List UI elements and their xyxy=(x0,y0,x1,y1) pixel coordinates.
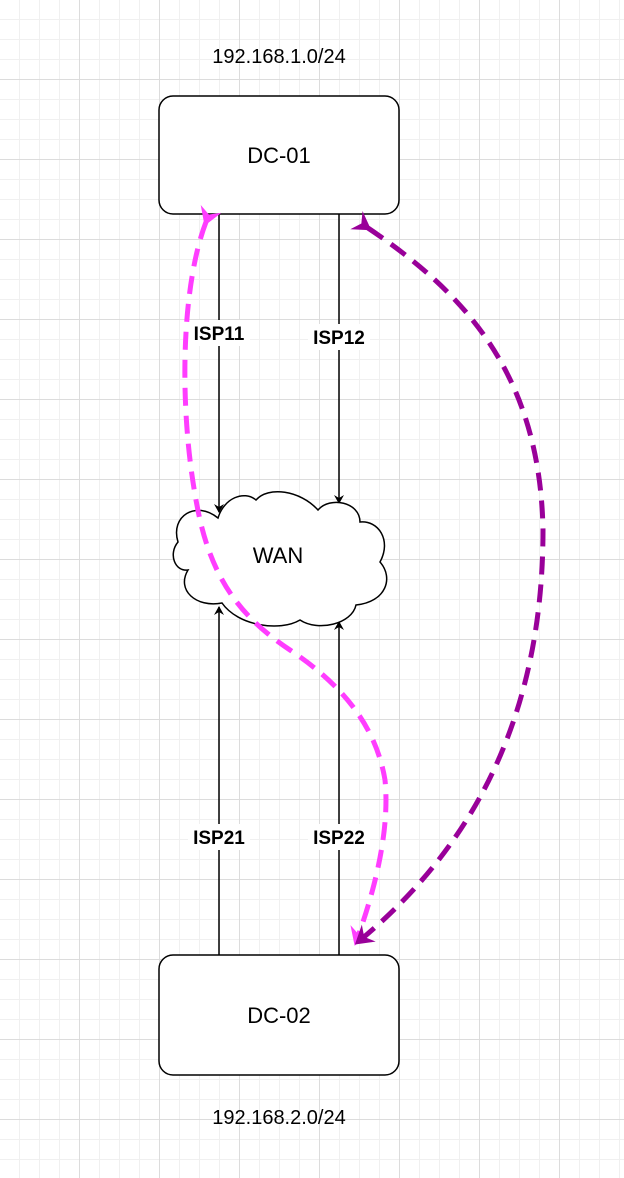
wan-cloud[interactable]: WAN xyxy=(172,491,388,627)
isp11-label: ISP11 xyxy=(194,324,245,345)
purple-path-dc01-dc02[interactable] xyxy=(350,211,546,945)
dc01-subnet-label: 192.168.1.0/24 xyxy=(212,46,345,68)
isp11-label-group: ISP11 xyxy=(188,320,250,346)
pink-path-dc01-dc02[interactable] xyxy=(182,204,389,946)
dc02-subnet-label: 192.168.2.0/24 xyxy=(212,1107,345,1129)
isp12-label-group: ISP12 xyxy=(308,324,370,350)
dc02-node[interactable]: DC-02 xyxy=(158,954,400,1076)
dc01-node[interactable]: DC-01 xyxy=(158,95,400,215)
isp12-label: ISP12 xyxy=(313,328,365,349)
dc02-label: DC-02 xyxy=(247,1003,311,1028)
isp22-label-group: ISP22 xyxy=(308,824,370,850)
wan-label: WAN xyxy=(253,543,304,568)
isp21-label-group: ISP21 xyxy=(188,824,250,850)
isp21-label: ISP21 xyxy=(193,828,245,849)
dc01-label: DC-01 xyxy=(247,143,311,168)
isp22-label: ISP22 xyxy=(313,828,365,849)
